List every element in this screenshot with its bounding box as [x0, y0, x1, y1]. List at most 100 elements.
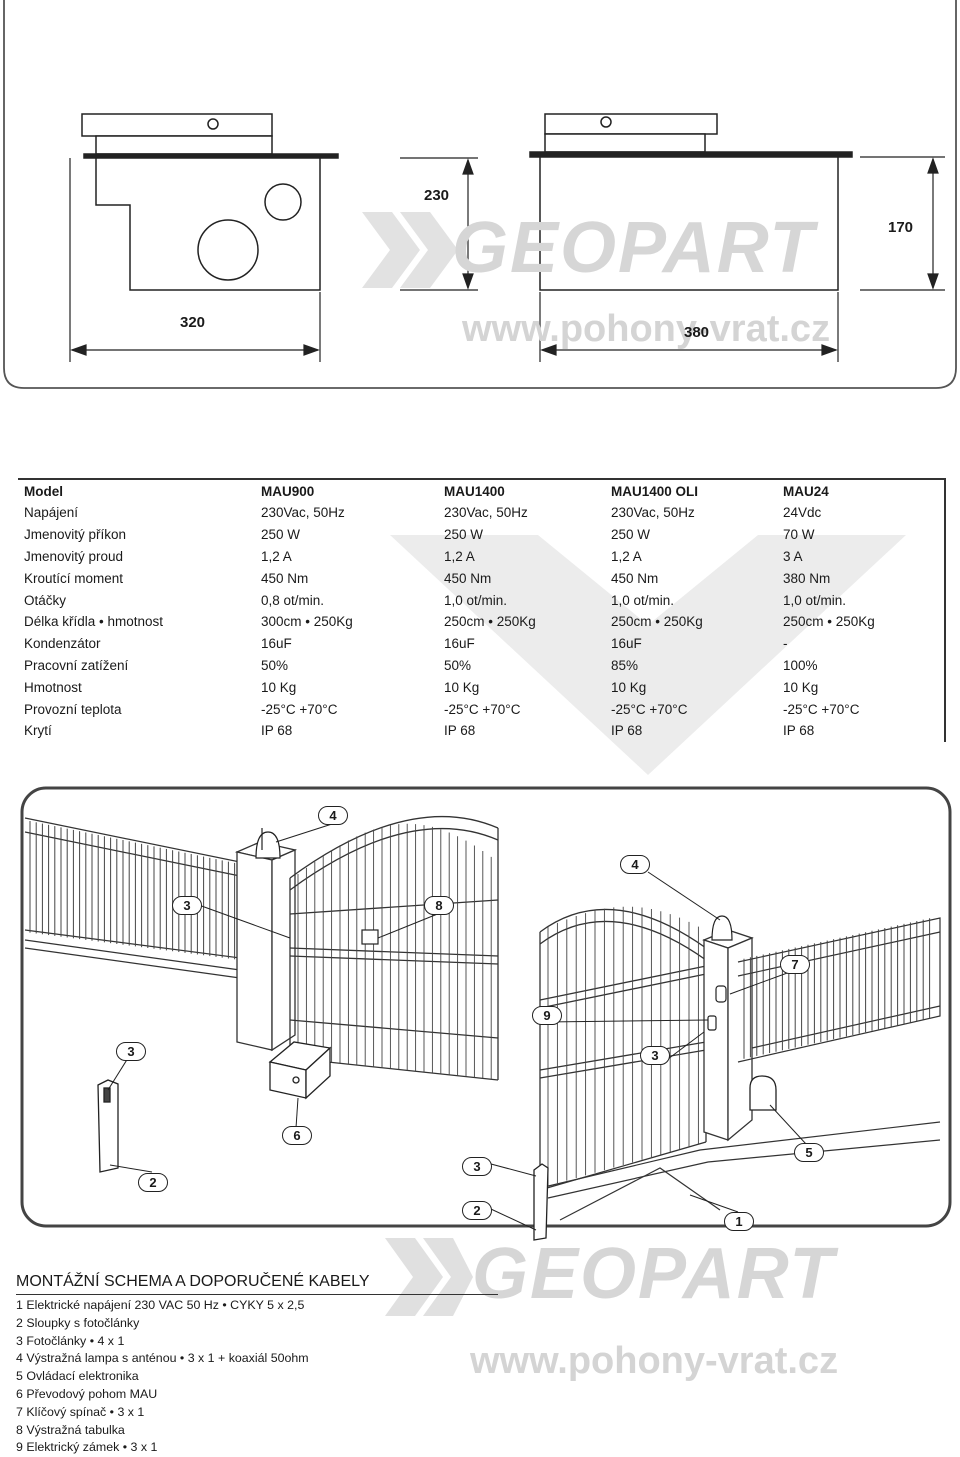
dim-height-right: 170	[888, 219, 914, 236]
row-label: Pracovní zatížení	[24, 657, 129, 673]
table-row: Pracovní zatížení 50% 50% 85% 100%	[18, 655, 944, 677]
callout-3-photocell-bottom: 3	[462, 1157, 492, 1176]
watermark-logo-top: GEOPART	[452, 208, 816, 288]
header-mau1400-oli: MAU1400 OLI	[611, 483, 699, 499]
table-cell: IP 68	[611, 723, 643, 739]
watermark-arrow	[390, 535, 906, 775]
callout-3-photocell: 3	[172, 896, 202, 915]
row-label: Otáčky	[24, 592, 67, 608]
row-label: Kondenzátor	[24, 636, 101, 652]
table-cell: 1,2 A	[444, 548, 475, 564]
table-cell: -25°C +70°C	[444, 701, 521, 717]
table-cell: 1,0 ot/min.	[783, 592, 847, 608]
callout-3-photocell-post: 3	[116, 1042, 146, 1061]
legend-item: 2 Sloupky s fotočlánky	[16, 1315, 140, 1330]
table-cell: 1,0 ot/min.	[444, 592, 508, 608]
table-cell: 450 Nm	[444, 570, 492, 586]
watermark-x-bottom	[385, 1238, 473, 1316]
table-cell: 1,2 A	[611, 548, 642, 564]
table-row: Jmenovitý příkon 250 W 250 W 250 W 70 W	[18, 524, 944, 546]
legend-item: 9 Elektrický zámek • 3 x 1	[16, 1440, 158, 1455]
legend-item: 4 Výstražná lampa s anténou • 3 x 1 + ko…	[16, 1351, 309, 1366]
table-cell: 250cm • 250Kg	[611, 614, 703, 630]
row-label: Hmotnost	[24, 679, 82, 695]
table-row: Jmenovitý proud 1,2 A 1,2 A 1,2 A 3 A	[18, 546, 944, 568]
legend-divider	[16, 1294, 498, 1295]
table-cell: 230Vac, 50Hz	[611, 505, 695, 521]
installation-diagram	[20, 786, 952, 1241]
callout-4-lamp-left: 4	[318, 806, 348, 825]
table-header-row: Model MAU900 MAU1400 MAU1400 OLI MAU24	[18, 480, 944, 502]
table-row: Hmotnost 10 Kg 10 Kg 10 Kg 10 Kg	[18, 676, 944, 698]
spec-table: Model MAU900 MAU1400 MAU1400 OLI MAU24 N…	[18, 478, 946, 742]
table-row: Provozní teplota -25°C +70°C -25°C +70°C…	[18, 698, 944, 720]
dim-height-left: 230	[424, 187, 450, 204]
legend-item: 8 Výstražná tabulka	[16, 1422, 125, 1437]
table-cell: 0,8 ot/min.	[261, 592, 325, 608]
table-cell: 10 Kg	[261, 679, 297, 695]
table-cell: 16uF	[261, 636, 292, 652]
table-cell: 50%	[261, 657, 289, 673]
row-label: Jmenovitý proud	[24, 548, 124, 564]
table-row: Otáčky 0,8 ot/min. 1,0 ot/min. 1,0 ot/mi…	[18, 589, 944, 611]
table-cell: 1,2 A	[261, 548, 292, 564]
header-model: Model	[24, 483, 63, 499]
callout-7-key-switch: 7	[780, 955, 810, 974]
dim-width-right: 380	[684, 324, 710, 341]
row-label: Provozní teplota	[24, 701, 122, 717]
table-cell: 85%	[611, 657, 639, 673]
table-cell: 380 Nm	[783, 570, 831, 586]
legend-list: 1 Elektrické napájení 230 VAC 50 Hz • CY…	[16, 1297, 309, 1457]
row-label: Napájení	[24, 505, 79, 521]
table-cell: -	[783, 636, 788, 652]
table-cell: 450 Nm	[261, 570, 309, 586]
table-cell: IP 68	[783, 723, 815, 739]
table-cell: 3 A	[783, 548, 803, 564]
table-cell: 1,0 ot/min.	[611, 592, 675, 608]
table-cell: 450 Nm	[611, 570, 659, 586]
table-row: Délka křídla • hmotnost 300cm • 250Kg 25…	[18, 611, 944, 633]
legend-item: 1 Elektrické napájení 230 VAC 50 Hz • CY…	[16, 1298, 305, 1312]
row-label: Jmenovitý příkon	[24, 527, 127, 543]
legend-title: MONTÁŽNÍ SCHEMA A DOPORUČENÉ KABELY	[16, 1273, 370, 1290]
table-row: Kroutící moment 450 Nm 450 Nm 450 Nm 380…	[18, 567, 944, 589]
table-cell: IP 68	[444, 723, 476, 739]
header-mau900: MAU900	[261, 483, 315, 499]
table-cell: 250cm • 250Kg	[444, 614, 536, 630]
callout-1-power: 1	[724, 1212, 754, 1231]
callout-3-photocell-right: 3	[640, 1046, 670, 1065]
table-cell: 10 Kg	[611, 679, 647, 695]
table-cell: -25°C +70°C	[783, 701, 860, 717]
legend-item: 5 Ovládací elektronika	[16, 1369, 139, 1384]
table-cell: 24Vdc	[783, 505, 822, 521]
watermark-url-top: www.pohony-vrat.cz	[462, 308, 831, 350]
table-cell: 50%	[444, 657, 472, 673]
row-label: Délka křídla • hmotnost	[24, 614, 164, 630]
watermark-logo-bottom: GEOPART	[472, 1234, 836, 1314]
legend-item: 3 Fotočlánky • 4 x 1	[16, 1333, 125, 1348]
table-row: Kondenzátor 16uF 16uF 16uF -	[18, 633, 944, 655]
callout-8-warning-plate: 8	[424, 896, 454, 915]
table-cell: 100%	[783, 657, 818, 673]
table-cell: 230Vac, 50Hz	[261, 505, 345, 521]
row-label: Krytí	[24, 723, 52, 739]
table-cell: 16uF	[444, 636, 475, 652]
table-cell: 300cm • 250Kg	[261, 614, 353, 630]
callout-5-control: 5	[794, 1143, 824, 1162]
table-cell: 250 W	[611, 527, 651, 543]
callout-9-electric-lock: 9	[532, 1006, 562, 1025]
table-cell: 250 W	[444, 527, 484, 543]
table-cell: 10 Kg	[444, 679, 480, 695]
table-cell: -25°C +70°C	[611, 701, 688, 717]
table-cell: 70 W	[783, 527, 815, 543]
table-cell: IP 68	[261, 723, 293, 739]
header-mau24: MAU24	[783, 483, 829, 499]
callout-6-motor: 6	[282, 1126, 312, 1145]
table-cell: 10 Kg	[783, 679, 819, 695]
table-cell: 230Vac, 50Hz	[444, 505, 528, 521]
dim-width-left: 320	[180, 314, 206, 331]
legend-item: 7 Klíčový spínač • 3 x 1	[16, 1404, 145, 1419]
header-mau1400: MAU1400	[444, 483, 505, 499]
table-cell: 250 W	[261, 527, 301, 543]
table-cell: 250cm • 250Kg	[783, 614, 875, 630]
